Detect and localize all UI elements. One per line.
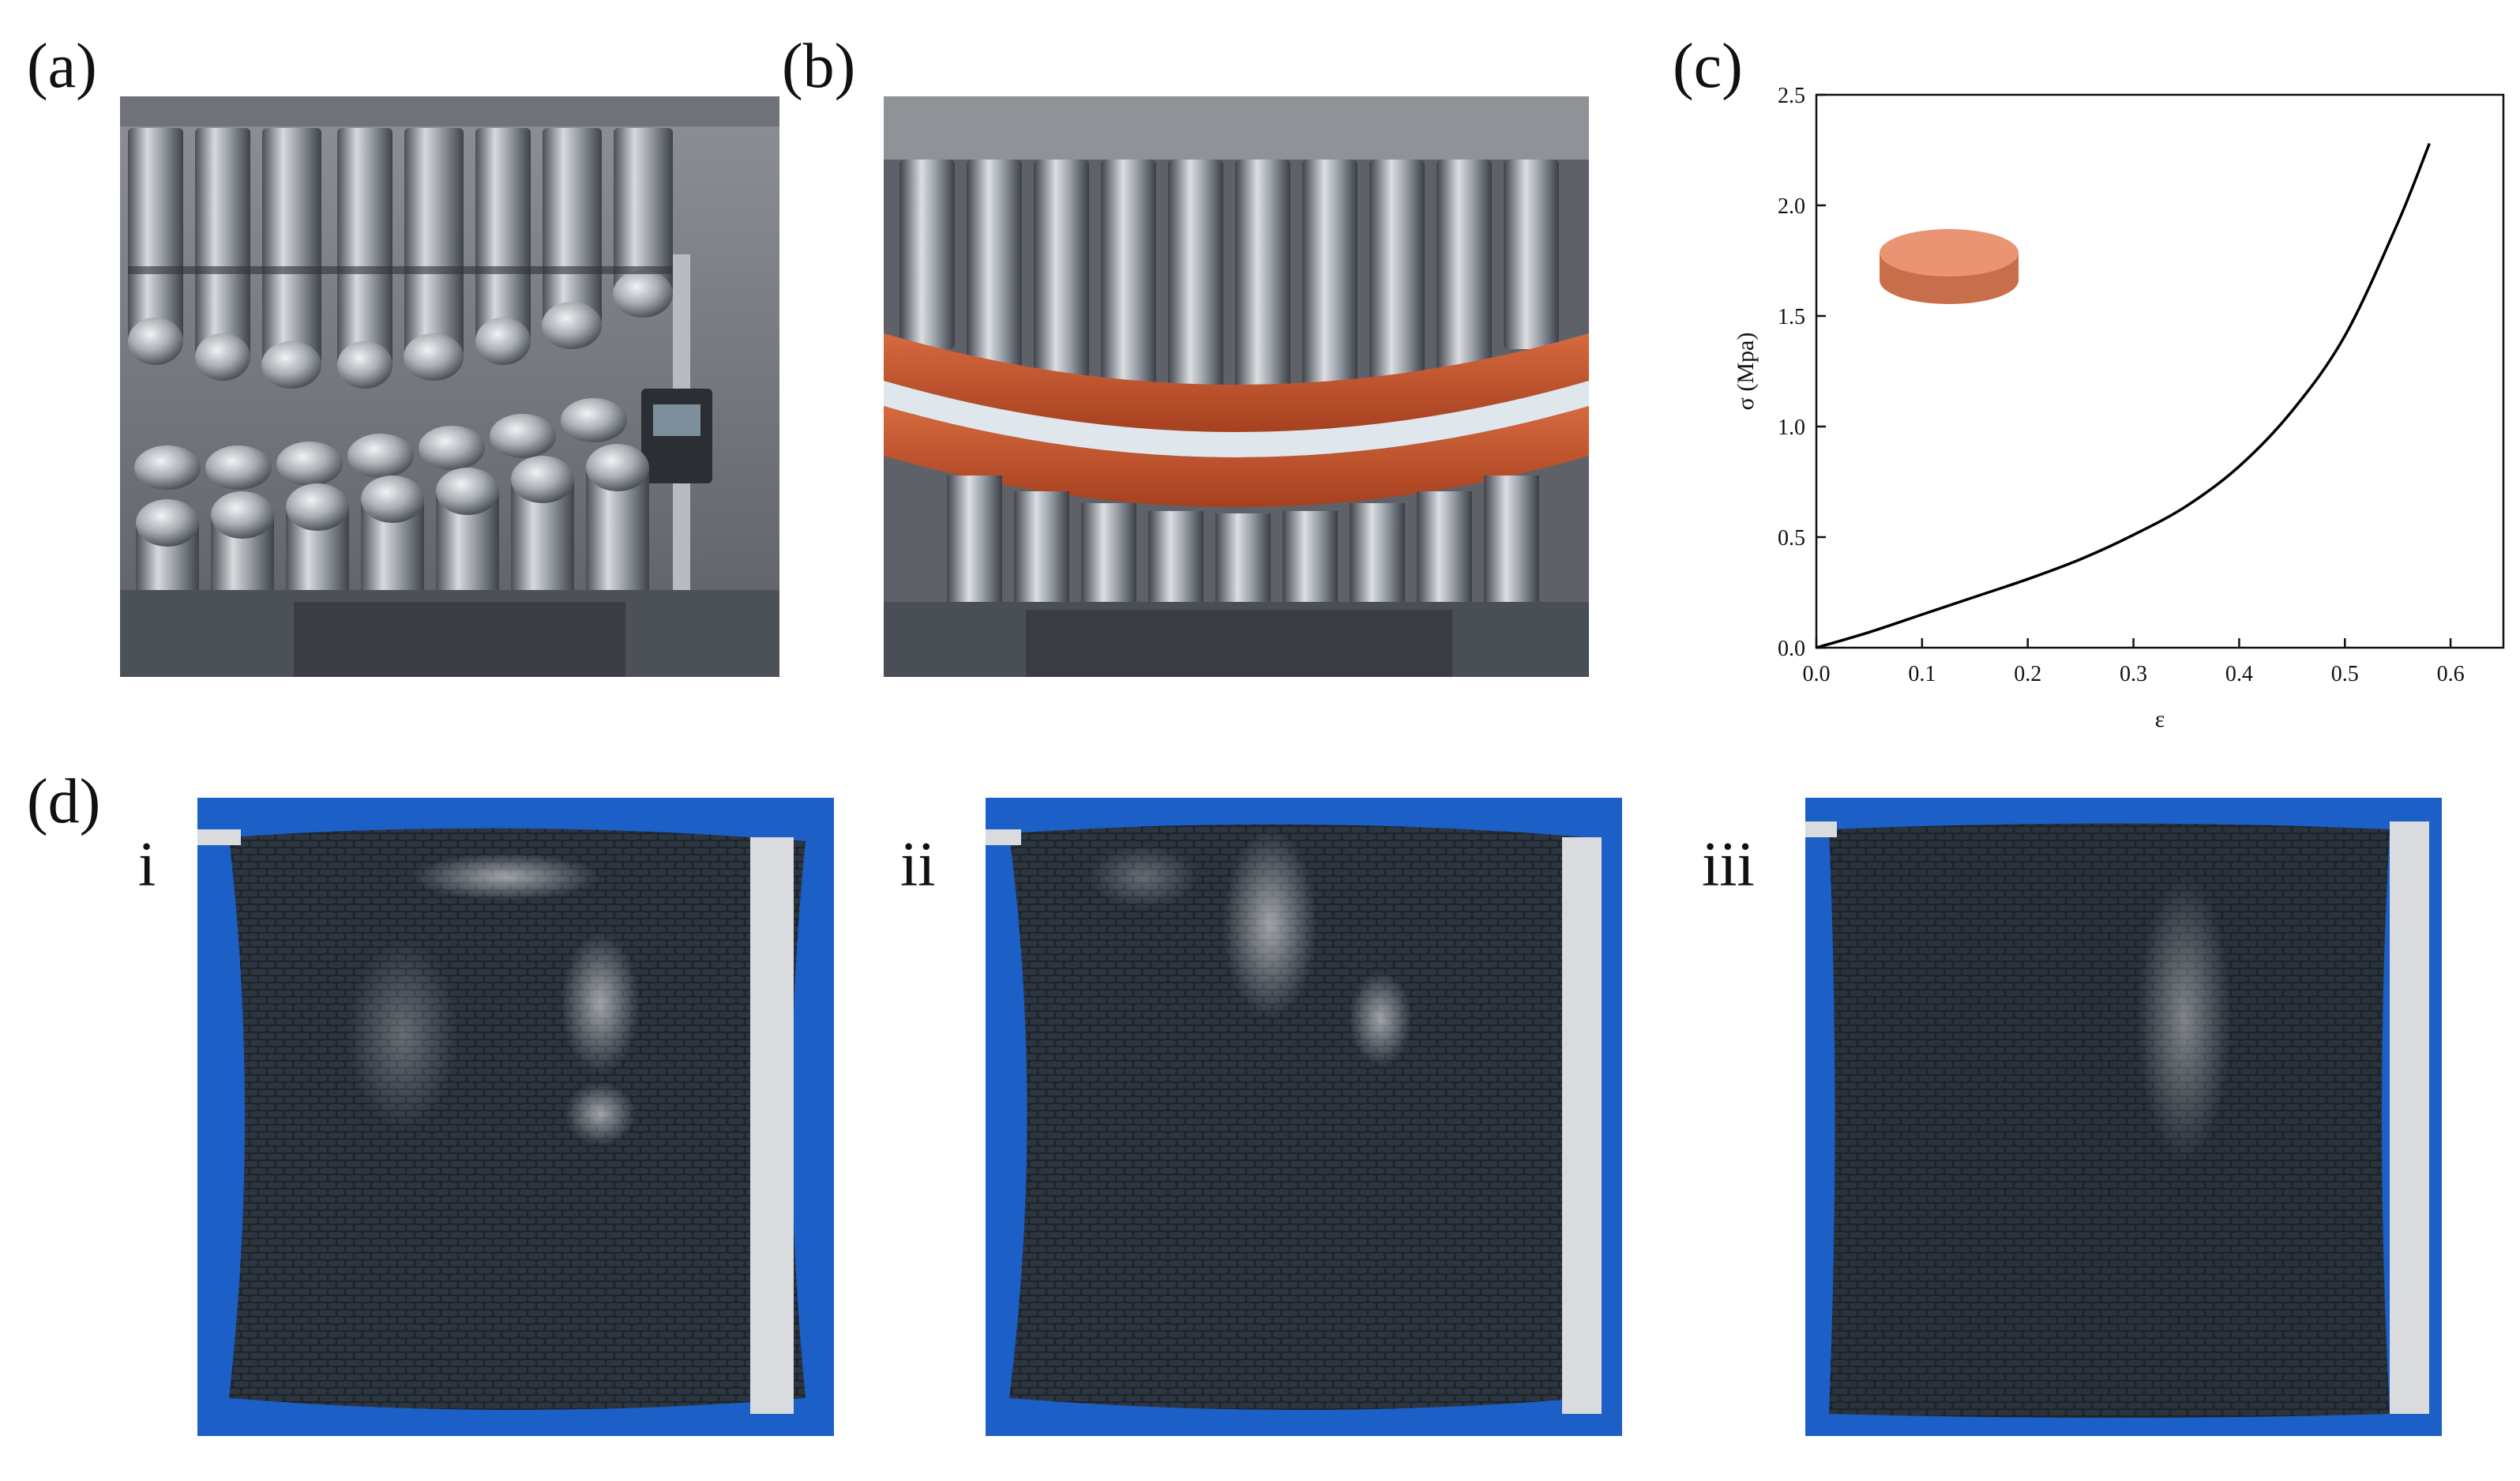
- x-tick-label: 0.4: [2225, 662, 2253, 686]
- chart-y-ticks: 0.0 0.5 1.0 1.5 2.0 2.5: [1778, 84, 1826, 661]
- chart-x-ticks: 0.0 0.1 0.2 0.3 0.4 0.5 0.6: [1803, 638, 2465, 686]
- panel-label-d: (d): [27, 767, 101, 836]
- disk-specimen-icon: [1880, 229, 2019, 304]
- panel-label-c: (c): [1673, 32, 1743, 101]
- sublabel-iii: iii: [1702, 830, 1755, 900]
- plot-frame: [1815, 93, 2505, 649]
- x-tick-label: 0.5: [2331, 662, 2359, 686]
- photo-d-iii-formed-sheet: [1805, 798, 2442, 1436]
- y-tick-label: 1.5: [1778, 305, 1805, 329]
- sublabel-ii: ii: [900, 830, 936, 900]
- photo-d-i-formed-sheet: [197, 798, 834, 1436]
- chart-axes: [1815, 93, 2505, 649]
- x-tick-label: 0.1: [1908, 662, 1936, 686]
- y-tick-label: 2.0: [1778, 194, 1805, 219]
- x-tick-label: 0.6: [2437, 662, 2465, 686]
- chart-c-stress-strain: 0.0 0.1 0.2 0.3 0.4 0.5 0.6 0.0 0.5 1.0 1.5 2.0 2.5…: [1733, 84, 2505, 732]
- panel-label-a: (a): [27, 32, 97, 101]
- x-tick-label: 0.0: [1803, 662, 1831, 686]
- y-tick-label: 0.0: [1778, 637, 1805, 661]
- panel-label-b: (b): [782, 32, 856, 101]
- chart-y-label: σ (Mpa): [1733, 333, 1759, 411]
- photo-a-press-dies: [120, 96, 779, 677]
- series-line-0: [1816, 142, 2431, 649]
- y-tick-label: 1.0: [1778, 415, 1805, 440]
- photo-d-ii-formed-sheet: [986, 798, 1622, 1436]
- y-tick-label: 0.5: [1778, 526, 1805, 551]
- y-tick-label: 2.5: [1778, 84, 1805, 108]
- x-tick-label: 0.3: [2120, 662, 2147, 686]
- photo-b-rubber-forming: [884, 96, 1589, 677]
- sublabel-i: i: [138, 830, 156, 900]
- chart-series: [1816, 142, 2431, 649]
- chart-x-label: ε: [2155, 706, 2165, 732]
- x-tick-label: 0.2: [2014, 662, 2041, 686]
